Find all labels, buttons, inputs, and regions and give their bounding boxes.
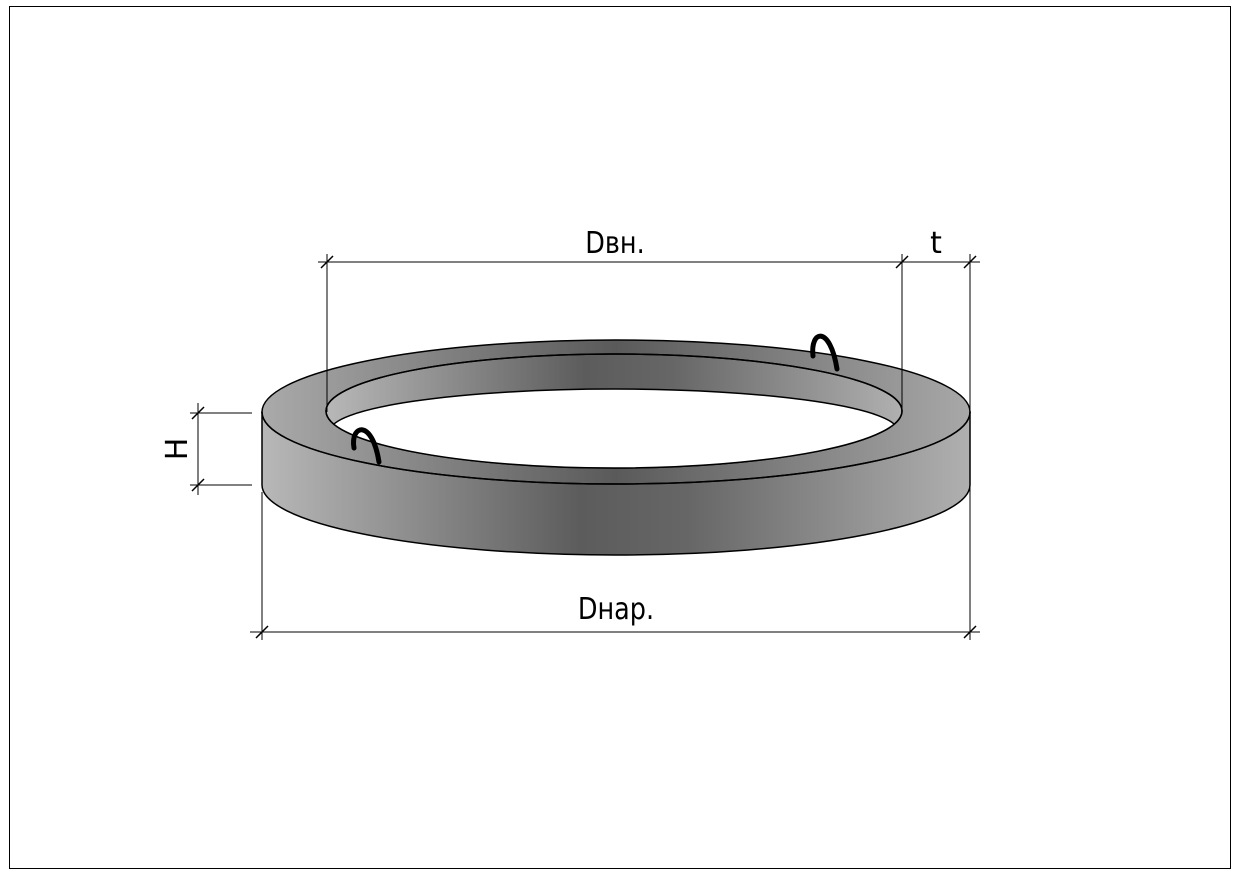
height-label: H: [160, 438, 195, 461]
inner-diameter-label: Dвн.: [585, 225, 644, 261]
lifting-hook-icon: [351, 427, 382, 465]
dimension-lines: [190, 254, 980, 640]
wall-thickness-label: t: [930, 226, 942, 261]
outer-diameter-label: Dнар.: [578, 591, 654, 627]
concrete-ring: [261, 333, 971, 556]
drawing-frame: [9, 6, 1231, 869]
lifting-hook-icon: [810, 333, 840, 372]
